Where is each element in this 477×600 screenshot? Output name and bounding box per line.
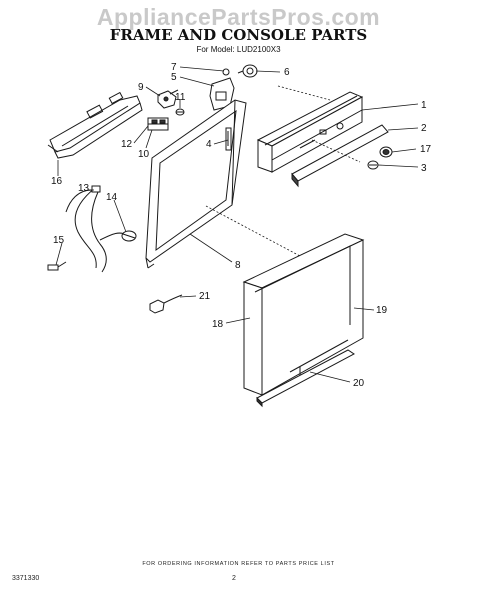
watermark: AppliancePartsPros.com — [96, 4, 381, 30]
callout-7: 7 — [171, 62, 177, 73]
part-console-panel — [256, 91, 364, 173]
callout-21: 21 — [199, 291, 211, 302]
callout-10: 10 — [138, 149, 150, 160]
part-console — [47, 91, 143, 159]
callout-14: 14 — [106, 192, 118, 203]
callout-8: 8 — [235, 260, 241, 271]
callout-12: 12 — [121, 139, 133, 150]
callout-3: 3 — [421, 163, 427, 174]
part-knob — [379, 146, 393, 158]
leader-lines — [55, 66, 419, 383]
document-code: 3371330 — [12, 575, 40, 582]
callout-5: 5 — [171, 72, 177, 83]
callout-4: 4 — [206, 139, 212, 150]
part-bottom-trim — [256, 349, 355, 408]
callout-1: 1 — [421, 100, 427, 111]
part-door-panel — [242, 233, 365, 396]
part-button — [367, 160, 379, 170]
callout-19: 19 — [376, 305, 388, 316]
part-door-frame — [145, 99, 247, 269]
page-number: 2 — [232, 575, 236, 582]
callout-2: 2 — [421, 123, 427, 134]
callout-16: 16 — [51, 176, 63, 187]
callout-11: 11 — [175, 92, 186, 103]
part-latch — [157, 89, 179, 109]
model-line: For Model: LUD2100X3 — [196, 45, 281, 54]
part-switch-assembly — [147, 117, 169, 131]
ordering-note: FOR ORDERING INFORMATION REFER TO PARTS … — [142, 561, 335, 567]
part-knob-small — [237, 64, 258, 78]
callout-15: 15 — [53, 235, 65, 246]
callout-17: 17 — [420, 144, 432, 155]
callout-labels: 1 2 3 4 5 6 7 8 9 10 11 12 13 14 15 16 1… — [51, 62, 432, 389]
callout-20: 20 — [353, 378, 365, 389]
part-wire-harness — [47, 185, 137, 273]
callout-6: 6 — [284, 67, 290, 78]
callout-13: 13 — [78, 183, 90, 194]
diagram-title: FRAME AND CONSOLE PARTS — [109, 26, 368, 44]
callout-18: 18 — [212, 319, 224, 330]
callout-9: 9 — [138, 82, 144, 93]
part-clip — [175, 108, 185, 116]
part-small-clip — [149, 294, 183, 314]
part-panel-insert — [291, 124, 389, 188]
